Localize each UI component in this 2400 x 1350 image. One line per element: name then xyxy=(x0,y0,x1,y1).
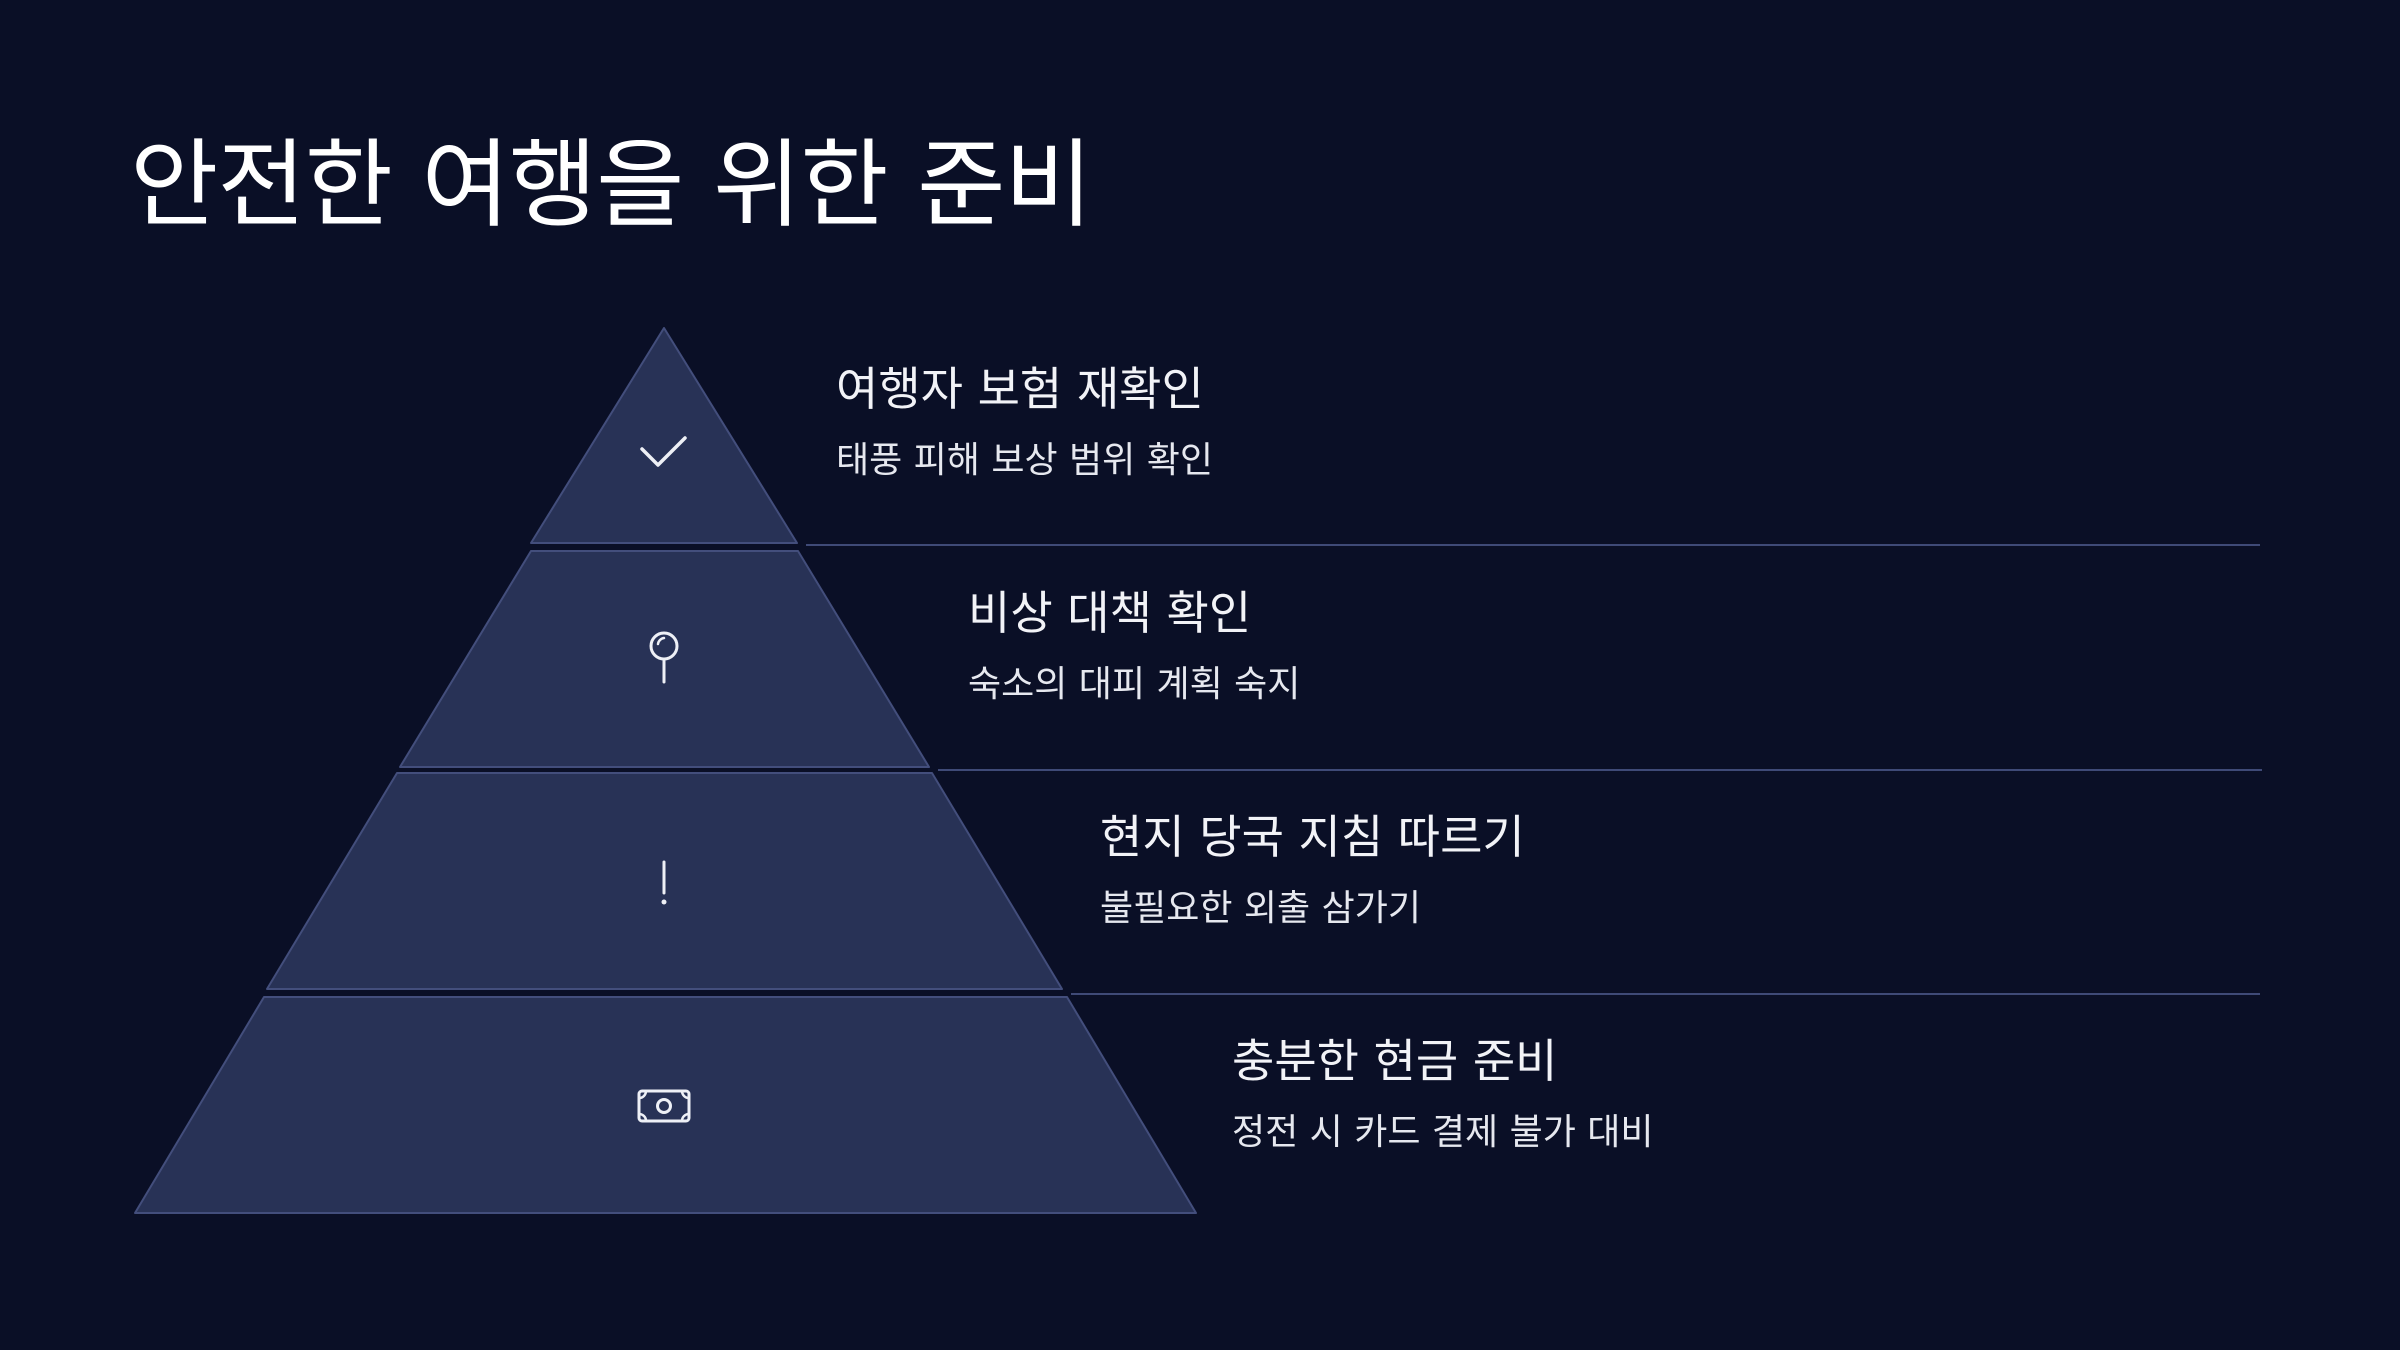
tier-description: 불필요한 외출 삼가기 xyxy=(1100,888,1421,930)
tier-heading: 여행자 보험 재확인 xyxy=(836,362,1204,416)
tier-description: 정전 시 카드 결제 불가 대비 xyxy=(1232,1112,1654,1154)
check-icon xyxy=(640,436,687,467)
cash-icon xyxy=(637,1089,691,1123)
pyramid-tier-2 xyxy=(399,550,930,768)
page-title: 안전한 여행을 위한 준비 xyxy=(130,129,1093,241)
tier-description: 태풍 피해 보상 범위 확인 xyxy=(836,440,1213,482)
exclamation-icon xyxy=(661,860,667,905)
tier-heading: 충분한 현금 준비 xyxy=(1232,1034,1558,1088)
tier-label-1: 여행자 보험 재확인 태풍 피해 보상 범위 확인 xyxy=(836,362,1213,482)
pyramid-tier-4 xyxy=(134,996,1197,1214)
tier-label-2: 비상 대책 확인 숙소의 대피 계획 숙지 xyxy=(968,586,1300,706)
tier-description: 숙소의 대피 계획 숙지 xyxy=(968,664,1301,706)
pin-icon xyxy=(649,631,679,684)
tier-heading: 현지 당국 지침 따르기 xyxy=(1100,810,1525,864)
pyramid-tier-1 xyxy=(530,327,798,544)
pyramid-tier-3 xyxy=(266,772,1063,990)
tier-heading: 비상 대책 확인 xyxy=(968,586,1252,640)
tier-label-4: 충분한 현금 준비 정전 시 카드 결제 불가 대비 xyxy=(1232,1034,1654,1154)
tier-label-3: 현지 당국 지침 따르기 불필요한 외출 삼가기 xyxy=(1100,810,1525,930)
